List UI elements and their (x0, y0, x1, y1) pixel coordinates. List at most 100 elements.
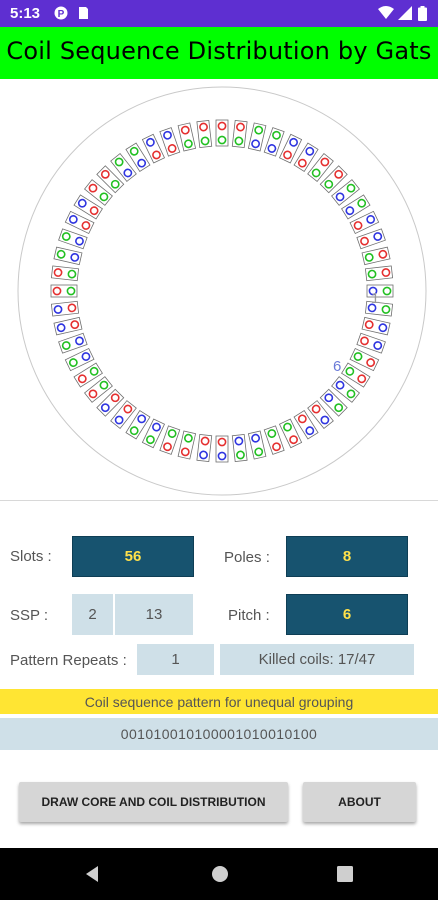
coil-side-outer (305, 146, 315, 156)
coil-side-inner (137, 158, 147, 168)
coil-side-inner (267, 429, 277, 438)
coil-side-inner (367, 269, 377, 279)
slot (331, 179, 360, 206)
coil-side-outer (61, 232, 71, 241)
coil-side-outer (163, 442, 172, 452)
coil-side-inner (81, 352, 91, 361)
coil-side-inner (353, 352, 363, 361)
coil-side-outer (378, 323, 388, 333)
coil-side-inner (311, 168, 321, 178)
ssp-field-1[interactable]: 2 (72, 594, 113, 635)
coil-side-inner (75, 236, 84, 246)
slot (64, 347, 95, 372)
coil-side-inner (200, 436, 210, 446)
slot (263, 425, 285, 455)
coil-side-inner (360, 336, 369, 346)
ssp-field-2[interactable]: 13 (115, 594, 193, 635)
coil-side-outer (334, 403, 344, 413)
slot-outline (341, 194, 371, 220)
slot-outline (53, 246, 83, 266)
slot-outline (141, 133, 166, 164)
slot-outline (319, 165, 348, 194)
slot (84, 179, 113, 206)
slot (64, 210, 95, 235)
svg-text:P: P (58, 9, 65, 20)
coil-side-inner (70, 252, 80, 262)
coil-side-outer (114, 157, 124, 167)
coil-side-outer (217, 121, 227, 131)
slot-outline (96, 165, 125, 194)
pitch-label: Pitch : (228, 607, 270, 624)
coil-side-outer (373, 232, 383, 241)
coil-side-inner (267, 144, 277, 153)
coil-side-outer (100, 169, 110, 179)
slot-outline (50, 265, 80, 282)
slot (53, 246, 83, 266)
recents-icon[interactable] (337, 866, 353, 882)
slot-outline (356, 332, 386, 354)
coil-side-outer (289, 435, 298, 445)
notification-app-icon: P (54, 6, 68, 20)
coil-side-inner (364, 320, 374, 330)
coil-side-outer (114, 415, 124, 425)
slot-outline (293, 410, 319, 440)
navigation-bar (0, 848, 438, 900)
coil-side-inner (152, 150, 161, 160)
coil-side-outer (180, 447, 190, 457)
coil-side-outer (53, 268, 63, 277)
coil-side-outer (272, 442, 281, 452)
slot-outline (64, 347, 95, 372)
slot (73, 362, 103, 388)
coil-side-inner (251, 433, 261, 443)
killed-coils-display: Killed coils: 17/47 (220, 644, 414, 675)
app-title: Coil Sequence Distribution by Gats (6, 37, 432, 65)
sequence-heading: Coil sequence pattern for unequal groupi… (0, 689, 438, 714)
status-time: 5:13 (10, 5, 41, 22)
slot-outline (331, 179, 360, 206)
sd-card-icon (79, 7, 88, 19)
slot (125, 410, 151, 440)
slot (361, 316, 391, 336)
coil-side-outer (378, 249, 388, 259)
coil-side-outer (305, 426, 315, 436)
coil-side-inner (367, 303, 377, 313)
home-icon[interactable] (211, 865, 229, 883)
coil-side-inner (368, 286, 378, 296)
slot-outline (215, 119, 229, 147)
coil-side-outer (68, 215, 78, 224)
slot (293, 410, 319, 440)
coil-side-outer (320, 415, 330, 425)
poles-label: Poles : (224, 549, 270, 566)
about-button[interactable]: ABOUT (303, 782, 416, 822)
poles-field[interactable]: 8 (286, 536, 408, 577)
coil-side-outer (381, 268, 391, 277)
draw-core-button[interactable]: DRAW CORE AND COIL DISTRIBUTION (19, 782, 288, 822)
slot (278, 133, 303, 164)
slot-outline (361, 316, 391, 336)
coil-side-outer (199, 122, 208, 132)
coil-side-inner (234, 436, 244, 446)
slot-outline (356, 228, 386, 250)
coil-side-inner (70, 320, 80, 330)
back-icon[interactable] (83, 865, 101, 883)
slot (196, 119, 213, 149)
slot-outline (84, 179, 113, 206)
pitch-field[interactable]: 6 (286, 594, 408, 635)
slot (196, 433, 213, 463)
slots-field[interactable]: 56 (72, 536, 194, 577)
coil-side-inner (167, 144, 177, 153)
coil-side-outer (373, 341, 383, 350)
slot-outline (247, 430, 267, 460)
slot-outline (307, 400, 334, 429)
coil-side-outer (56, 323, 66, 333)
slot (231, 433, 248, 463)
slot-outline (50, 284, 78, 298)
battery-icon (418, 6, 427, 21)
status-bar: 5:13 P (0, 0, 438, 27)
pattern-repeats-field[interactable]: 1 (137, 644, 214, 675)
stator-outer-circle (17, 86, 427, 496)
coil-side-inner (167, 429, 177, 438)
coil-side-inner (137, 414, 147, 424)
slot (331, 376, 360, 403)
coil-side-inner (110, 179, 120, 189)
